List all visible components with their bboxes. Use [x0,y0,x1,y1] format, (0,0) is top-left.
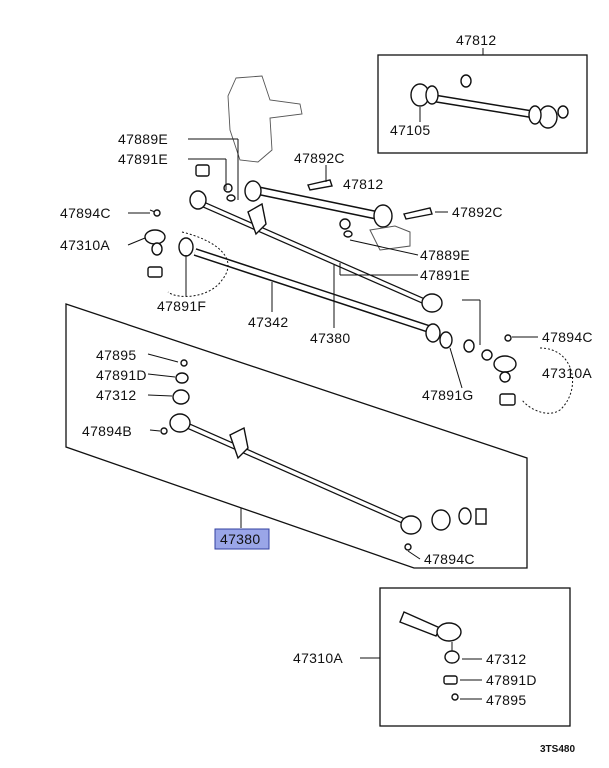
label-47312-a: 47312 [96,387,136,403]
diagram-code: 3TS480 [540,744,575,755]
label-47891d-a: 47891D [96,367,147,383]
label-47891f: 47891F [157,298,206,314]
label-47310a-b: 47310A [542,365,592,381]
highlight-47380 [214,528,270,550]
label-47889e-b: 47889E [420,247,470,263]
inset-box-bottom [379,587,571,727]
relay-rod-47812-inset [410,74,569,129]
label-47891e-b: 47891E [420,267,470,283]
label-47889e-a: 47889E [118,131,168,147]
label-47312-b: 47312 [486,651,526,667]
leader-lines-upper [127,138,538,389]
label-47812-mid: 47812 [343,176,383,192]
label-47894c-c: 47894C [424,551,475,567]
label-47310a-c: 47310A [293,650,343,666]
relay-rod-47812 [244,180,411,251]
center-link-47380-upper [189,190,443,313]
inset-47812-assembly [377,48,588,154]
label-47891e-a: 47891E [118,151,168,167]
tie-rod-47342 [178,237,441,343]
label-47310a-a: 47310A [60,237,110,253]
label-47894c-b: 47894C [542,329,593,345]
label-47894b: 47894B [82,423,132,439]
steering-gear-outline [227,75,303,163]
label-47892c-b: 47892C [452,204,503,220]
label-47892c-a: 47892C [294,150,345,166]
inset-box-middle [65,303,528,569]
inset-47380-assembly [65,303,528,569]
label-47342: 47342 [248,314,288,330]
label-47891d-b: 47891D [486,672,537,688]
label-47895-b: 47895 [486,692,526,708]
label-47380-highlighted[interactable]: 47380 [220,531,260,547]
label-47894c-a: 47894C [60,205,111,221]
inset-47310a-assembly [360,587,571,727]
label-47812-top: 47812 [456,32,496,48]
label-47380-a: 47380 [310,330,350,346]
label-47891g: 47891G [422,387,474,403]
label-47895-a: 47895 [96,347,136,363]
label-47105: 47105 [390,122,430,138]
